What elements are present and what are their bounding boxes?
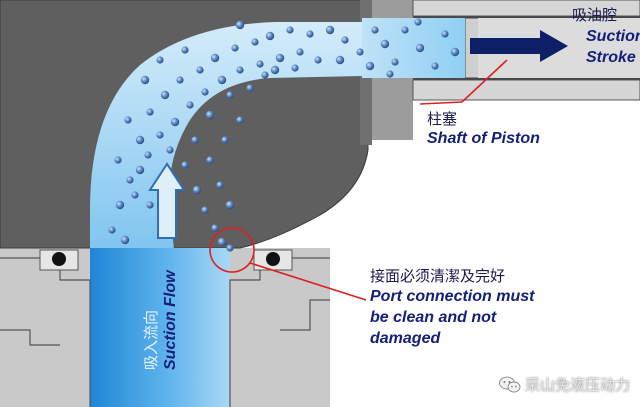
- fluid-bubble: [335, 55, 345, 65]
- fluid-bubble: [256, 60, 264, 68]
- fluid-bubble: [431, 62, 439, 70]
- fluid-bubble: [126, 176, 134, 184]
- fluid-bubble: [291, 64, 299, 72]
- fluid-bubble: [365, 61, 375, 71]
- fluid-bubble: [306, 30, 314, 38]
- fluid-bubble: [201, 88, 209, 96]
- fluid-bubble: [186, 101, 194, 109]
- fluid-bubble: [225, 200, 235, 210]
- watermark-text: 采山免液压动力: [524, 376, 630, 394]
- housing-step-right-2: [280, 299, 330, 331]
- fluid-bubble: [246, 84, 254, 92]
- fluid-bubble: [114, 156, 122, 164]
- fluid-bubble: [251, 38, 259, 46]
- fluid-bubble: [314, 56, 322, 64]
- suction-chamber: [362, 18, 465, 78]
- fluid-bubble: [325, 25, 335, 35]
- fluid-bubble: [356, 48, 364, 56]
- suction-chamber-label-cn: 吸油腔: [572, 6, 618, 24]
- fluid-bubble: [286, 26, 294, 34]
- fluid-bubble: [124, 116, 132, 124]
- fluid-bubble: [216, 181, 224, 189]
- piston-callout-line-2: [419, 101, 463, 105]
- fluid-bubble: [146, 108, 154, 116]
- fluid-bubble: [166, 146, 174, 154]
- fluid-bubble: [156, 131, 164, 139]
- port-label-cn: 接面必须清潔及完好: [370, 267, 506, 285]
- fluid-bubble: [380, 39, 390, 49]
- fluid-bubble: [401, 26, 409, 34]
- piston-label-en: Shaft of Piston: [427, 130, 540, 147]
- fluid-bubble: [391, 58, 399, 66]
- fluid-bubble: [236, 116, 244, 124]
- fluid-bubble: [450, 47, 460, 57]
- fluid-bubble: [146, 201, 154, 209]
- piston-label-cn: 柱塞: [427, 110, 458, 128]
- fluid-bubble: [441, 30, 449, 38]
- suction-pipe-inner: [90, 258, 230, 407]
- fluid-bubble: [414, 18, 422, 26]
- port-label-en: Port connection must be clean and not da…: [370, 288, 535, 347]
- fluid-bubble: [156, 56, 164, 64]
- fluid-bubble: [201, 206, 209, 214]
- housing-step-left-2: [0, 329, 60, 346]
- fluid-bubble: [265, 31, 275, 41]
- fluid-bubble: [236, 66, 244, 74]
- fluid-bubble: [205, 110, 215, 120]
- fluid-bubble: [196, 66, 204, 74]
- fluid-bubble: [108, 226, 116, 234]
- fluid-bubble: [261, 71, 269, 79]
- fluid-bubble: [275, 53, 285, 63]
- fluid-bubble: [211, 224, 219, 232]
- port-callout-circle: [209, 227, 255, 273]
- stroke-arrow-icon: [470, 30, 568, 62]
- fluid-bubble: [231, 44, 239, 52]
- fluid-bubble: [135, 165, 145, 175]
- watermark: 采山免液压动力: [499, 374, 630, 395]
- flow-label-en: Suction Flow: [162, 270, 179, 370]
- fluid-bubble: [206, 156, 214, 164]
- flow-label-cn: 吸入流向: [142, 309, 160, 370]
- fluid-bubble: [341, 36, 349, 44]
- fluid-bubble: [296, 48, 304, 56]
- fluid-bubble: [160, 90, 170, 100]
- port-callout-line: [249, 262, 367, 301]
- fluid-bubble: [210, 53, 220, 63]
- fluid-bubble: [181, 46, 189, 54]
- fluid-bubble: [235, 20, 245, 30]
- fluid-bubbles: [108, 18, 460, 252]
- fluid-bubble: [115, 200, 125, 210]
- fluid-bubble: [120, 235, 130, 245]
- fluid-bubble: [181, 161, 189, 169]
- fluid-bubble: [131, 191, 139, 199]
- fluid-bubble: [415, 43, 425, 53]
- fluid-bubble: [226, 244, 234, 252]
- fluid-bubble: [144, 151, 152, 159]
- fluid-bubble: [270, 65, 280, 75]
- fluid-bubble: [226, 91, 234, 99]
- flow-arrow-icon: [148, 162, 186, 239]
- suction-stroke-label: Suction Stroke: [586, 28, 640, 66]
- piston-callout-line: [461, 59, 508, 103]
- o-ring-left: [52, 252, 66, 266]
- fluid-bubble: [170, 117, 180, 127]
- o-ring-right: [266, 252, 280, 266]
- fluid-bubble: [217, 237, 227, 247]
- fluid-bubble: [371, 26, 379, 34]
- fluid-bubble: [217, 75, 227, 85]
- wechat-icon: [499, 376, 521, 392]
- fluid-bubble: [140, 75, 150, 85]
- fluid-bubble: [192, 185, 202, 195]
- fluid-bubble: [386, 70, 394, 78]
- fluid-bubble: [221, 136, 229, 144]
- fluid-bubble: [176, 76, 184, 84]
- fluid-bubble: [135, 135, 145, 145]
- piston-housing-bottom: [412, 79, 640, 101]
- fluid-bubble: [191, 136, 199, 144]
